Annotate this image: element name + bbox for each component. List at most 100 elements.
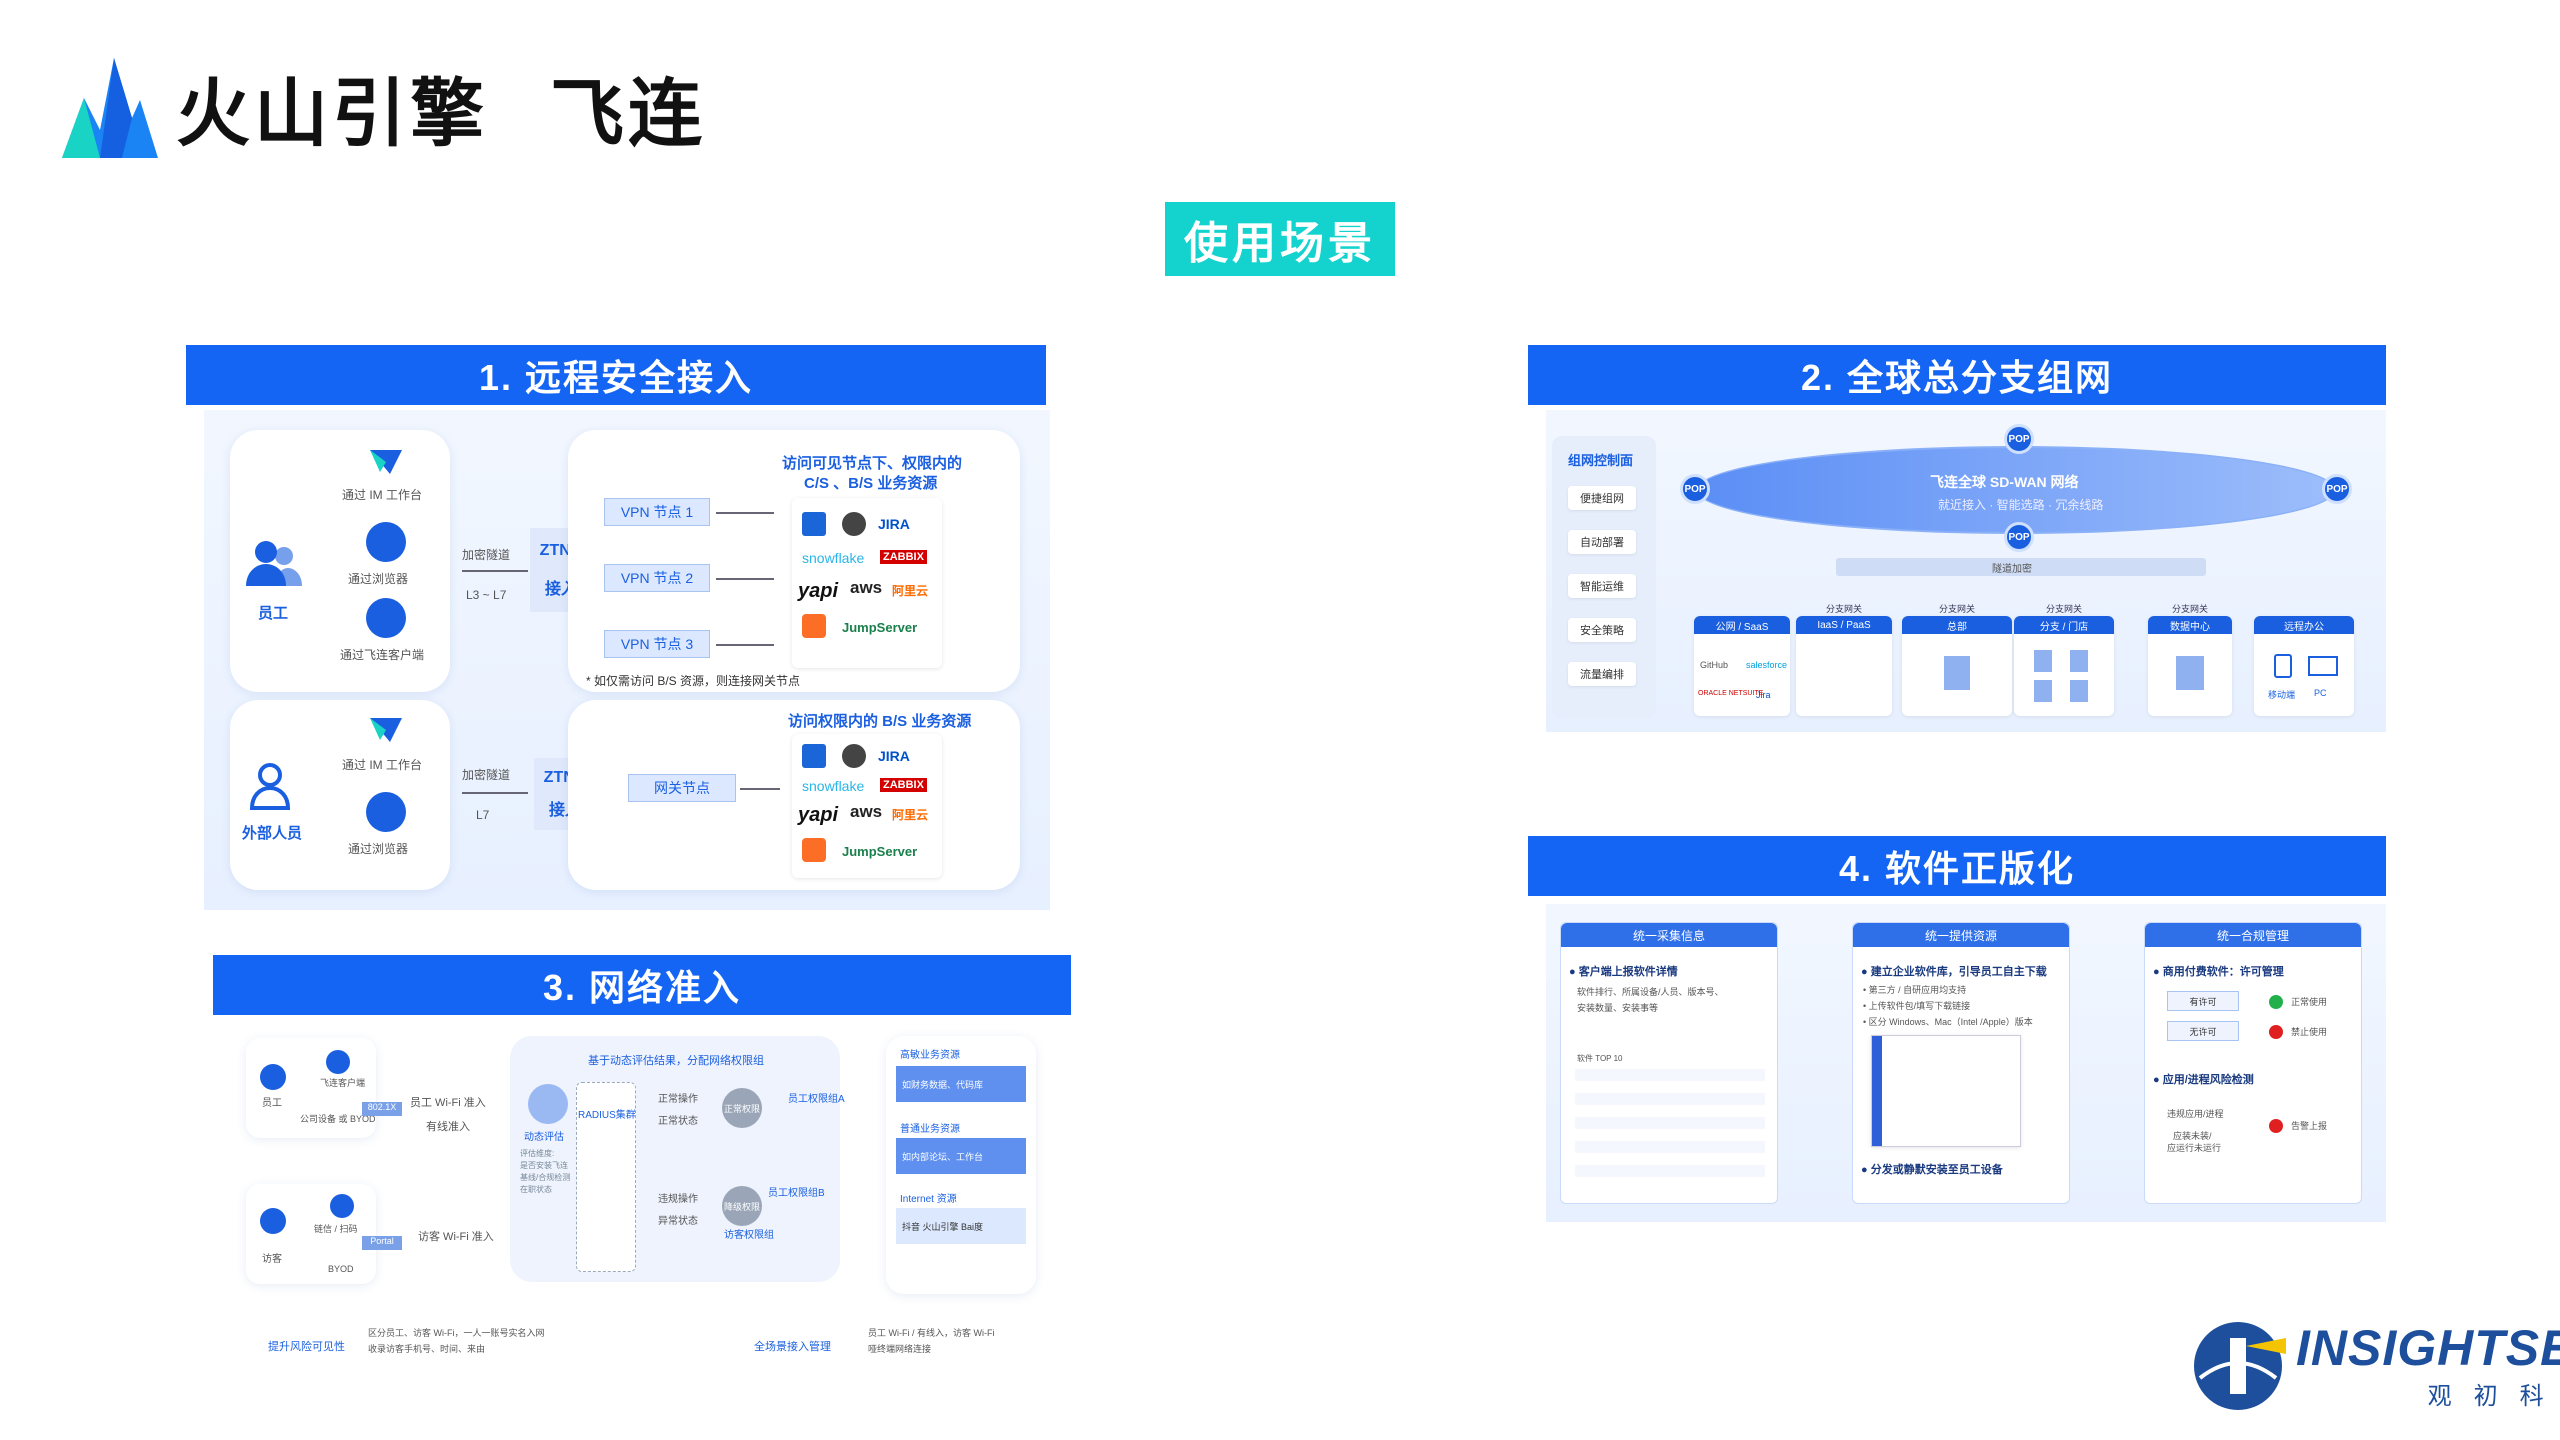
visitor-way: 链信 / 扫码 [314, 1224, 358, 1234]
bottom-risk-b: 收录访客手机号、时间、来由 [368, 1344, 486, 1354]
normal-op: 正常操作 [658, 1094, 698, 1105]
layer-l3-l7: L3 ~ L7 [466, 588, 507, 602]
res-title-2: C/S 、B/S 业务资源 [804, 475, 938, 492]
sdwan-features: 就近接入 · 智能选路 · 冗余线路 [1938, 498, 2104, 512]
section-2-title: 2. 全球总分支组网 [1528, 345, 2386, 405]
wired-access: 有线准入 [426, 1121, 470, 1133]
aws-logo: aws [850, 578, 883, 597]
branch-iaas-sub: 分支网关 [1825, 604, 1862, 614]
res-normal: 普通业务资源 [900, 1124, 960, 1135]
section-3-title: 3. 网络准入 [213, 955, 1071, 1015]
normal-use: 正常使用 [2291, 997, 2328, 1007]
col3-title: ● 商用付费软件：许可管理 [2153, 966, 2284, 978]
eval-list-1: 是否安装飞连 [520, 1161, 568, 1170]
software-store-screenshot [1871, 1035, 2021, 1147]
unlicensed-tag: 无许可 [2167, 1021, 2239, 1041]
encrypt-tunnel-2: 加密隧道 [462, 768, 511, 782]
res-internet-items: 抖音 火山引擎 Bai度 [902, 1222, 984, 1232]
employee-icon-s3 [260, 1064, 286, 1090]
jenkins-icon-2 [842, 744, 866, 768]
eval-list-2: 基线/合规检测 [520, 1173, 571, 1182]
brand-name: 火山引擎 [176, 72, 488, 155]
col2-desc-3: • 区分 Windows、Mac（Intel /Apple）版本 [1863, 1017, 2033, 1027]
res-internet-box [896, 1208, 1026, 1244]
vpn-node-1: VPN 节点 1 [604, 498, 710, 526]
insightsec-globe-icon [2194, 1322, 2286, 1410]
provide-resource-col: 统一提供资源 ● 建立企业软件库，引导员工自主下载 • 第三方 / 自研应用均支… [1852, 922, 2070, 1204]
res-high: 高敏业务资源 [900, 1050, 960, 1061]
jumpserver-logo-2: JumpServer [842, 844, 918, 859]
employee-card: 员工 通过 IM 工作台 通过浏览器 通过飞连客户端 [230, 430, 450, 692]
outlook-icon [802, 512, 826, 536]
col3-title-2: ● 应用/进程风险检测 [2153, 1074, 2254, 1086]
zabbix-logo: ZABBIX [880, 550, 927, 564]
pc-label: PC [2314, 688, 2327, 698]
insightsec-name: INSIGHTSEC [2296, 1319, 2560, 1376]
mobile-icon [2274, 654, 2292, 678]
collect-info-header: 统一采集信息 [1561, 923, 1777, 947]
salesforce-logo: salesforce [1746, 660, 1788, 670]
visitor-icon [260, 1208, 286, 1234]
visitor-s3: 访客 [262, 1254, 282, 1265]
col2-title: ● 建立企业软件库，引导员工自主下载 [1861, 966, 2047, 978]
vpn-node-3: VPN 节点 3 [604, 630, 710, 658]
store-icon-4 [2070, 680, 2088, 702]
menu-auto-deploy[interactable]: 自动部署 [1568, 530, 1636, 554]
section-1-title: 1. 远程安全接入 [186, 345, 1046, 405]
menu-smart-ops[interactable]: 智能运维 [1568, 574, 1636, 598]
menu-security-policy[interactable]: 安全策略 [1568, 618, 1636, 642]
wifi-employee: 员工 Wi-Fi 准入 [410, 1097, 486, 1109]
abnormal-state: 异常状态 [658, 1216, 698, 1227]
alarm-report: 告警上报 [2291, 1121, 2328, 1131]
aliyun-logo-2: 阿里云 [892, 808, 929, 822]
violate-app: 违规应用/进程 [2167, 1109, 2224, 1119]
licensed-tag: 有许可 [2167, 991, 2239, 1011]
volcano-logo-icon [62, 57, 158, 158]
alarm-icon [2269, 1119, 2283, 1133]
violate-op: 违规操作 [658, 1194, 698, 1205]
jenkins-icon [842, 512, 866, 536]
branch-store-sub: 分支网关 [2045, 604, 2082, 614]
datacenter-icon [2176, 656, 2204, 690]
branch-saas: 公网 / SaaS GitHub salesforce ORACLE NETSU… [1694, 616, 1790, 716]
insightsec-cn: 观初科技 [2427, 1382, 2560, 1410]
browser-icon-2 [366, 792, 406, 832]
col1-desc-1: 软件排行、所属设备/人员、版本号、 [1577, 987, 1724, 997]
branch-hq: 分支网关 总部 [1902, 604, 2012, 716]
visitor-byod: BYOD [328, 1264, 354, 1274]
branch-store-label: 分支 / 门店 [2014, 616, 2114, 634]
branch-store: 分支网关 分支 / 门店 [2014, 604, 2114, 716]
pc-icon [2308, 656, 2338, 676]
evaluation-zone [510, 1036, 840, 1282]
sdwan-network-ellipse [1696, 446, 2336, 534]
section-2-panel: 组网控制面 便捷组网 自动部署 智能运维 安全策略 流量编排 飞连全球 SD-W… [1546, 410, 2386, 732]
gateway-node: 网关节点 [628, 774, 736, 802]
menu-quick-network[interactable]: 便捷组网 [1568, 486, 1636, 510]
software-table [1575, 1069, 1765, 1189]
employee-device: 公司设备 或 BYOD [300, 1114, 376, 1124]
via-browser: 通过浏览器 [348, 572, 409, 586]
external-user-icon [249, 763, 291, 810]
store-icon-2 [2070, 650, 2088, 672]
snowflake-logo: snowflake [802, 550, 865, 566]
store-icon-1 [2034, 650, 2052, 672]
section-4-title: 4. 软件正版化 [1528, 836, 2386, 896]
normal-perm: 正常权限 [724, 1104, 761, 1114]
resource-box-2: JIRA snowflake ZABBIX yapi aws 阿里云 JumpS… [792, 734, 942, 878]
browser-icon [366, 522, 406, 562]
mobile-label: 移动端 [2268, 690, 2296, 700]
via-client: 通过飞连客户端 [340, 648, 425, 662]
downgrade: 降级权限 [724, 1202, 761, 1212]
bottom-full: 全场景接入管理 [754, 1341, 831, 1353]
allow-icon [2269, 995, 2283, 1009]
snowflake-logo-2: snowflake [802, 778, 865, 794]
col2-desc-2: • 上传软件包/填写下载链接 [1863, 1001, 1971, 1011]
guest-group: 访客权限组 [724, 1230, 774, 1241]
encrypt-bar [1836, 558, 2206, 576]
menu-traffic-orch[interactable]: 流量编排 [1568, 662, 1636, 686]
forbid-use: 禁止使用 [2291, 1027, 2328, 1037]
encrypt-tunnel-1: 加密隧道 [462, 548, 511, 562]
radius-cluster [576, 1082, 636, 1272]
jumpserver-logo: JumpServer [842, 620, 918, 635]
branch-iaas-label: IaaS / PaaS [1796, 616, 1892, 634]
